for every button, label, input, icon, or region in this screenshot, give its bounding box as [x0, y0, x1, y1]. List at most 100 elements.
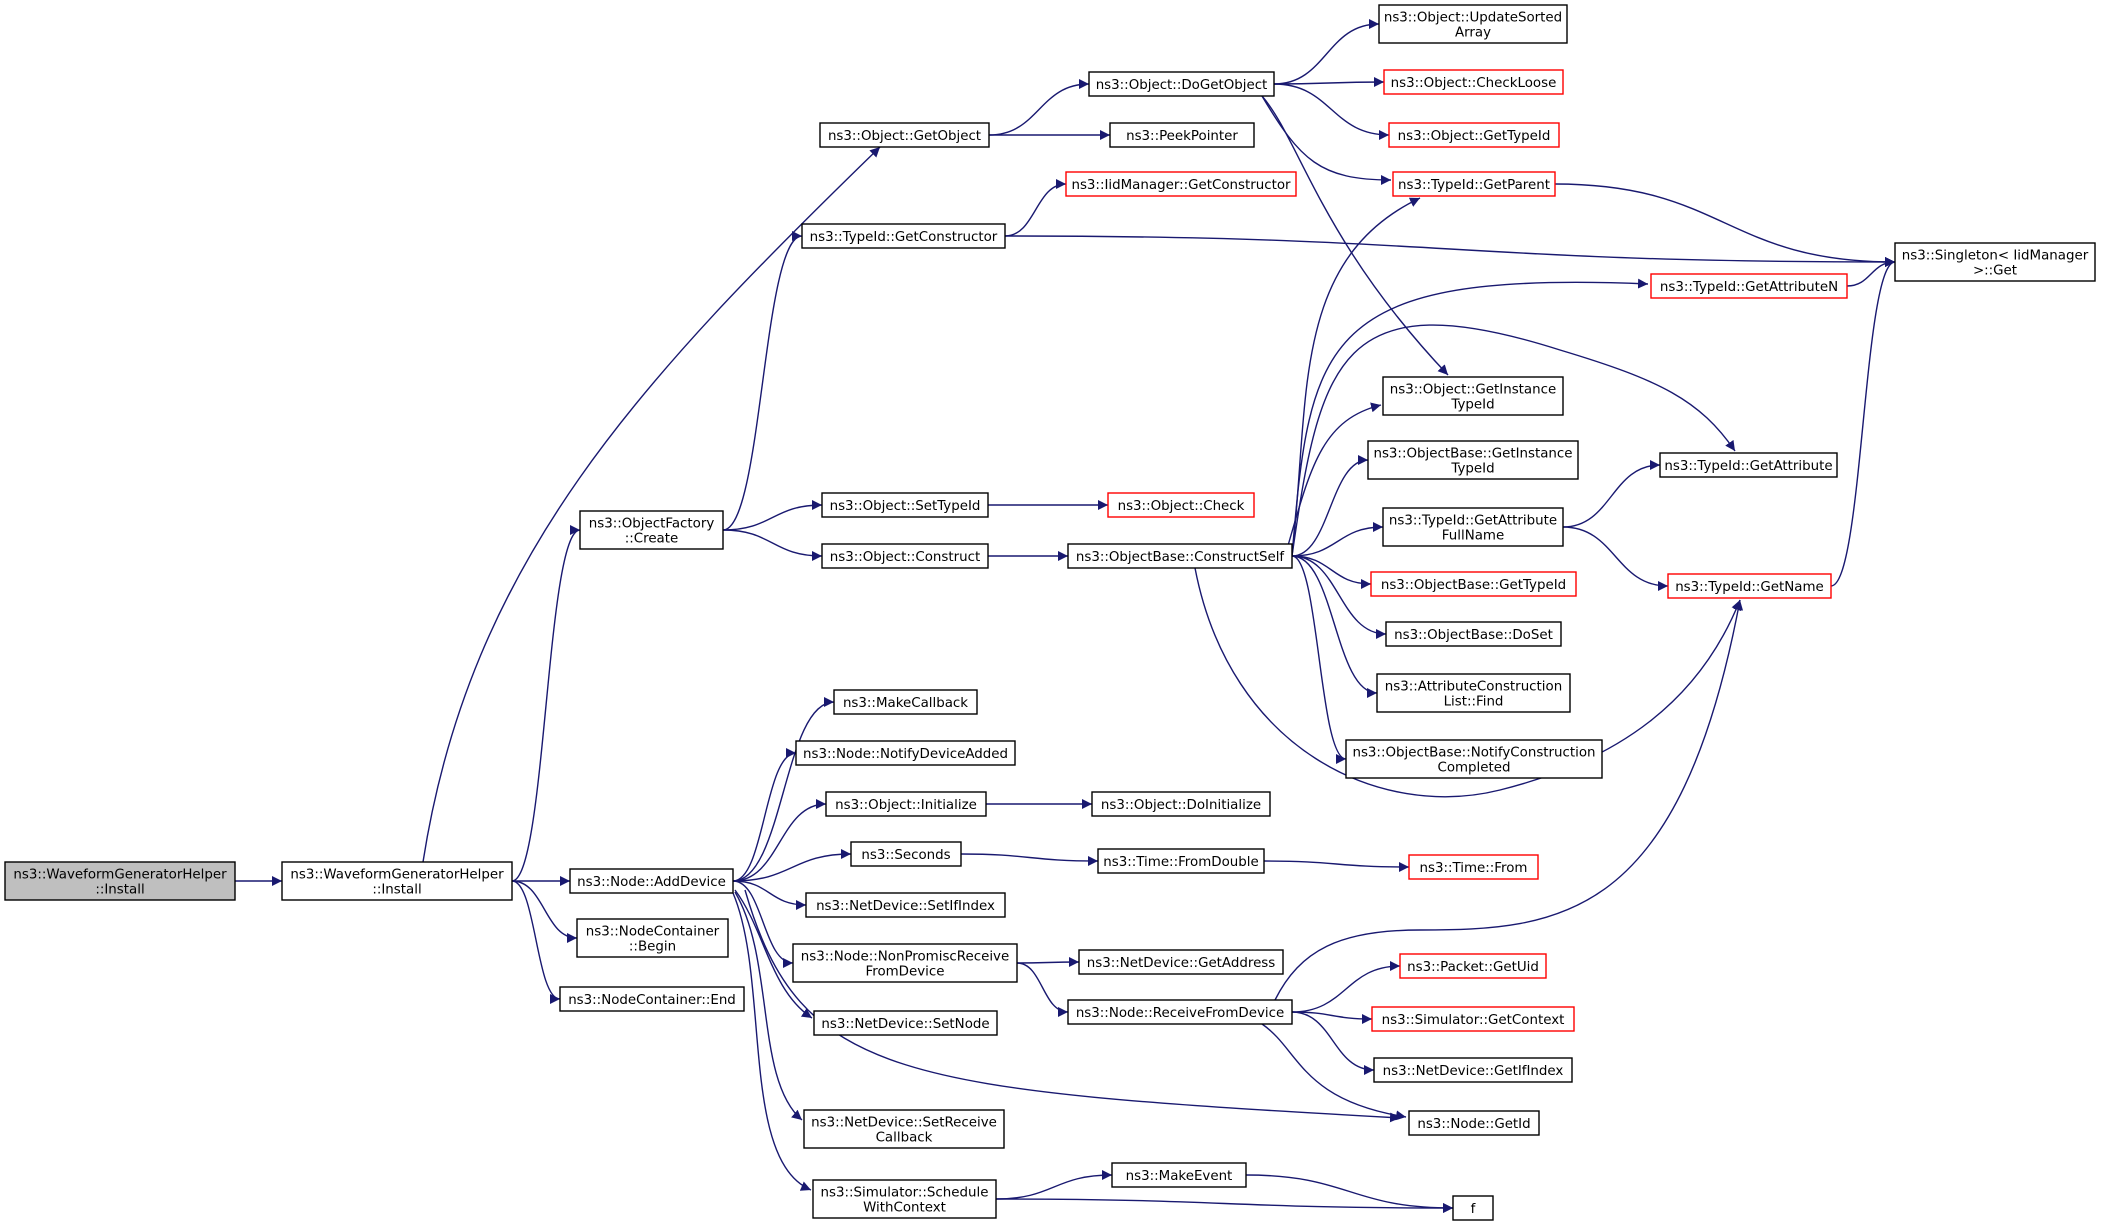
node-wgh-install[interactable]: ns3::WaveformGeneratorHelper::Install	[281, 861, 513, 901]
node-box[interactable]	[803, 1109, 1005, 1149]
node-netdevice-getaddress[interactable]: ns3::NetDevice::GetAddress	[1078, 949, 1284, 975]
node-box[interactable]	[1667, 573, 1832, 599]
node-box[interactable]	[576, 918, 729, 958]
node-wgh-install-root[interactable]: ns3::WaveformGeneratorHelper::Install	[4, 861, 236, 901]
node-packet-getuid[interactable]: ns3::Packet::GetUid	[1399, 953, 1547, 979]
node-object-doinitialize[interactable]: ns3::Object::DoInitialize	[1091, 791, 1271, 817]
node-box[interactable]	[1367, 440, 1579, 480]
node-objectbase-gettypeid[interactable]: ns3::ObjectBase::GetTypeId	[1370, 571, 1577, 597]
node-peekpointer[interactable]: ns3::PeekPointer	[1109, 122, 1255, 148]
node-object-checkloose[interactable]: ns3::Object::CheckLoose	[1383, 69, 1564, 95]
node-objectfactory-create[interactable]: ns3::ObjectFactory::Create	[579, 510, 724, 550]
node-box[interactable]	[1111, 1162, 1247, 1188]
node-box[interactable]	[1078, 949, 1284, 975]
node-box[interactable]	[281, 861, 513, 901]
node-time-fromdouble[interactable]: ns3::Time::FromDouble	[1097, 848, 1265, 874]
node-box[interactable]	[801, 223, 1006, 249]
node-objectbase-notifyconstructioncompleted[interactable]: ns3::ObjectBase::NotifyConstructionCompl…	[1345, 739, 1603, 779]
node-box[interactable]	[1894, 242, 2096, 282]
node-f[interactable]: f	[1452, 1195, 1494, 1221]
node-box[interactable]	[821, 492, 989, 518]
node-box[interactable]	[1373, 1057, 1573, 1083]
node-box[interactable]	[1107, 492, 1255, 518]
node-typeid-getparent[interactable]: ns3::TypeId::GetParent	[1392, 171, 1556, 197]
node-object-settypeid[interactable]: ns3::Object::SetTypeId	[821, 492, 989, 518]
node-typeid-getattributen[interactable]: ns3::TypeId::GetAttributeN	[1650, 273, 1848, 299]
node-box[interactable]	[1067, 999, 1293, 1025]
node-nodecontainer-end[interactable]: ns3::NodeContainer::End	[559, 986, 745, 1012]
node-box[interactable]	[1370, 571, 1577, 597]
node-node-adddevice[interactable]: ns3::Node::AddDevice	[569, 868, 734, 894]
node-typeid-getconstructor[interactable]: ns3::TypeId::GetConstructor	[801, 223, 1006, 249]
node-box[interactable]	[1452, 1195, 1494, 1221]
node-netdevice-setifindex[interactable]: ns3::NetDevice::SetIfIndex	[805, 892, 1006, 918]
node-box[interactable]	[1109, 122, 1255, 148]
node-box[interactable]	[1399, 953, 1547, 979]
node-seconds[interactable]: ns3::Seconds	[850, 841, 962, 867]
node-object-check[interactable]: ns3::Object::Check	[1107, 492, 1255, 518]
node-iidmanager-getconstructor[interactable]: ns3::IidManager::GetConstructor	[1065, 171, 1297, 197]
node-box[interactable]	[850, 841, 962, 867]
node-box[interactable]	[1385, 621, 1562, 647]
node-typeid-getname[interactable]: ns3::TypeId::GetName	[1667, 573, 1832, 599]
node-box[interactable]	[1650, 273, 1848, 299]
node-box[interactable]	[1408, 854, 1539, 880]
node-box[interactable]	[805, 892, 1006, 918]
node-box[interactable]	[1067, 543, 1293, 569]
node-typeid-getattribute[interactable]: ns3::TypeId::GetAttribute	[1659, 452, 1838, 478]
node-box[interactable]	[1383, 69, 1564, 95]
node-box[interactable]	[1659, 452, 1838, 478]
node-node-notifydeviceadded[interactable]: ns3::Node::NotifyDeviceAdded	[795, 740, 1016, 766]
node-makecallback[interactable]: ns3::MakeCallback	[833, 689, 978, 715]
node-box[interactable]	[1091, 791, 1271, 817]
node-node-getid[interactable]: ns3::Node::GetId	[1408, 1110, 1540, 1136]
node-box[interactable]	[821, 543, 989, 569]
node-box[interactable]	[1382, 376, 1564, 416]
node-simulator-getcontext[interactable]: ns3::Simulator::GetContext	[1371, 1006, 1575, 1032]
node-box[interactable]	[4, 861, 236, 901]
node-box[interactable]	[792, 943, 1018, 983]
node-objectbase-doset[interactable]: ns3::ObjectBase::DoSet	[1385, 621, 1562, 647]
node-box[interactable]	[1376, 673, 1571, 713]
node-box[interactable]	[1371, 1006, 1575, 1032]
node-box[interactable]	[1378, 4, 1568, 44]
node-object-initialize[interactable]: ns3::Object::Initialize	[825, 791, 987, 817]
node-box[interactable]	[812, 1179, 997, 1219]
node-box[interactable]	[1408, 1110, 1540, 1136]
node-object-construct[interactable]: ns3::Object::Construct	[821, 543, 989, 569]
node-object-dogetobject[interactable]: ns3::Object::DoGetObject	[1088, 71, 1275, 97]
node-box[interactable]	[1088, 71, 1275, 97]
node-netdevice-setnode[interactable]: ns3::NetDevice::SetNode	[813, 1010, 998, 1036]
node-nodecontainer-begin[interactable]: ns3::NodeContainer::Begin	[576, 918, 729, 958]
node-box[interactable]	[833, 689, 978, 715]
node-box[interactable]	[1392, 171, 1556, 197]
node-box[interactable]	[819, 122, 990, 148]
node-time-from[interactable]: ns3::Time::From	[1408, 854, 1539, 880]
node-box[interactable]	[569, 868, 734, 894]
node-makeevent[interactable]: ns3::MakeEvent	[1111, 1162, 1247, 1188]
node-object-getobject[interactable]: ns3::Object::GetObject	[819, 122, 990, 148]
node-box[interactable]	[559, 986, 745, 1012]
node-box[interactable]	[1097, 848, 1265, 874]
node-object-gettypeid[interactable]: ns3::Object::GetTypeId	[1388, 122, 1560, 148]
node-box[interactable]	[825, 791, 987, 817]
node-box[interactable]	[795, 740, 1016, 766]
node-box[interactable]	[1345, 739, 1603, 779]
node-box[interactable]	[1065, 171, 1297, 197]
node-objectbase-constructself[interactable]: ns3::ObjectBase::ConstructSelf	[1067, 543, 1293, 569]
node-node-receivefromdevice[interactable]: ns3::Node::ReceiveFromDevice	[1067, 999, 1293, 1025]
node-box[interactable]	[1382, 507, 1564, 547]
node-netdevice-getifindex[interactable]: ns3::NetDevice::GetIfIndex	[1373, 1057, 1573, 1083]
node-singleton-iidmanager-get[interactable]: ns3::Singleton< IidManager>::Get	[1894, 242, 2096, 282]
node-box[interactable]	[813, 1010, 998, 1036]
node-box[interactable]	[579, 510, 724, 550]
node-box[interactable]	[1388, 122, 1560, 148]
